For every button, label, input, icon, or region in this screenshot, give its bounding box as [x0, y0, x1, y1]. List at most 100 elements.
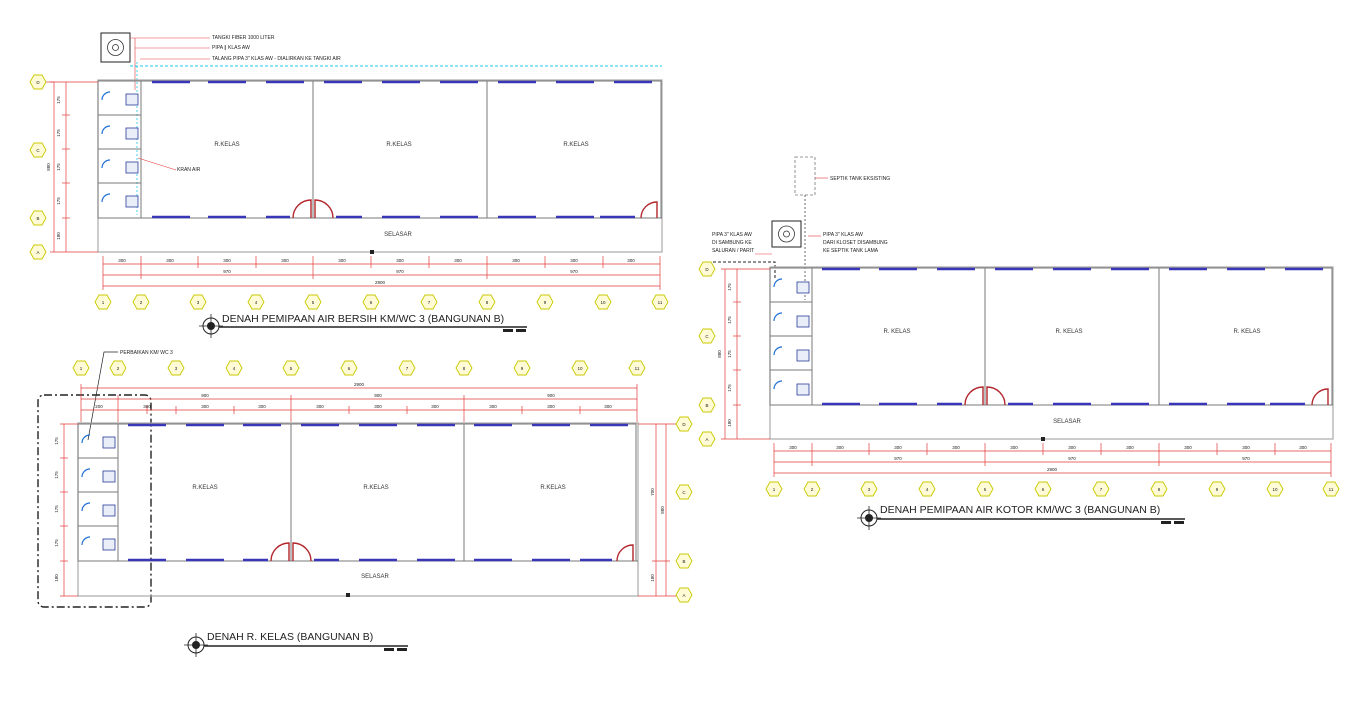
dim-total: 2900: [375, 280, 386, 285]
dim-h: 300: [454, 258, 462, 263]
svg-text:7: 7: [406, 366, 409, 371]
svg-text:2: 2: [117, 366, 120, 371]
dim-h: 300: [1184, 445, 1192, 450]
axis-row: 1 2 3 4 5 6 7 8 9 10 11: [765, 481, 1340, 497]
dim-v: 175: [727, 350, 732, 358]
dim-v: 175: [54, 505, 59, 513]
dim-v-total: 880: [46, 163, 51, 171]
svg-text:9: 9: [521, 366, 524, 371]
septic-note: SEPTIK TANK EKSISTING: [830, 176, 890, 182]
plan-title: DENAH PEMIPAAN AIR BERSIH KM/WC 3 (BANGU…: [222, 313, 504, 325]
repair-highlight: [37, 394, 152, 608]
dim-h: 300: [338, 258, 346, 263]
faucet-note: KRAN AIR: [177, 167, 201, 173]
axis-label: A: [682, 593, 685, 598]
svg-text:3: 3: [175, 366, 178, 371]
axis-row: 1 2 3 4 5 6 7 8 9 10 11: [72, 360, 646, 376]
repair-note: PERBAIKAN KM/ WC 3: [120, 350, 173, 356]
dim-h: 300: [547, 404, 555, 409]
room-label: R.KELAS: [214, 142, 239, 148]
axis-label: A: [705, 437, 708, 442]
dim-v: 175: [727, 316, 732, 324]
plan-title: DENAH PEMIPAAN AIR KOTOR KM/WC 3 (BANGUN…: [880, 504, 1160, 516]
plan-title: DENAH R. KELAS (BANGUNAN B): [207, 631, 373, 643]
svg-text:2: 2: [811, 487, 814, 492]
dim-h: 970: [1242, 456, 1250, 461]
svg-text:8: 8: [486, 300, 489, 305]
dim-h: 300: [789, 445, 797, 450]
dim-v: 700: [650, 488, 655, 496]
svg-text:9: 9: [1216, 487, 1219, 492]
svg-text:6: 6: [348, 366, 351, 371]
dim-h: 970: [1068, 456, 1076, 461]
corridor-label: SELASAR: [384, 232, 412, 238]
dim-h: 300: [604, 404, 612, 409]
pipe-note-left: PIPA 3" KLAS AW: [712, 232, 752, 238]
dim-h: 300: [894, 445, 902, 450]
room-label: R.KELAS: [192, 485, 217, 491]
dim-h: 300: [431, 404, 439, 409]
dim-h: 300: [396, 258, 404, 263]
svg-text:1: 1: [102, 300, 105, 305]
dim-h: 300: [627, 258, 635, 263]
svg-text:6: 6: [1042, 487, 1045, 492]
dim-h: 300: [1126, 445, 1134, 450]
dim-h: 300: [512, 258, 520, 263]
axis-label: A: [36, 250, 39, 255]
room-label: R. KELAS: [1233, 329, 1260, 335]
axis-label: B: [682, 559, 685, 564]
dim-v-total: 880: [717, 350, 722, 358]
dim-h: 200: [95, 404, 103, 409]
dim-h: 300: [570, 258, 578, 263]
room-label: R. KELAS: [883, 329, 910, 335]
dim-v-total: 880: [660, 506, 665, 514]
axis-label: D: [682, 422, 686, 427]
svg-text:3: 3: [868, 487, 871, 492]
dim-h: 300: [281, 258, 289, 263]
dim-h: 900: [547, 393, 555, 398]
room-label: R.KELAS: [386, 142, 411, 148]
dim-total: 2900: [1047, 467, 1058, 472]
plan-waste-water: SEPTIK TANK EKSISTING PIPA 3" KLAS AW DI…: [698, 156, 1340, 530]
axis-row: 1 2 3 4 5 6 7 8 9 10 11: [94, 294, 669, 310]
plan-classroom: PERBAIKAN KM/ WC 3 1 2 3 4 5 6 7 8 9 10 …: [37, 350, 693, 657]
axis-label: D: [36, 80, 40, 85]
dim-h: 970: [570, 269, 578, 274]
dim-h: 300: [374, 404, 382, 409]
svg-text:5: 5: [312, 300, 315, 305]
dim-v: 175: [56, 197, 61, 205]
dim-h: 970: [223, 269, 231, 274]
toilet-block: [77, 423, 119, 562]
svg-text:10: 10: [1272, 487, 1278, 492]
axis-label: C: [705, 334, 709, 339]
svg-text:9: 9: [544, 300, 547, 305]
svg-text:5: 5: [984, 487, 987, 492]
svg-text:11: 11: [1329, 487, 1334, 492]
svg-text:11: 11: [658, 300, 663, 305]
axis-label: C: [682, 490, 686, 495]
dim-h: 900: [374, 393, 382, 398]
svg-text:4: 4: [233, 366, 236, 371]
pipe-note: PIPA ∥ KLAS AW: [212, 45, 250, 51]
svg-text:7: 7: [1100, 487, 1103, 492]
dim-h: 300: [1299, 445, 1307, 450]
dim-v: 180: [727, 419, 732, 427]
toilet-block: [769, 267, 813, 406]
dim-h: 300: [201, 404, 209, 409]
dim-h: 300: [118, 258, 126, 263]
svg-text:10: 10: [600, 300, 606, 305]
gutter-note: TALANG PIPA 3" KLAS AW - DIALIRKAN KE TA…: [212, 56, 341, 62]
water-tank-icon: [771, 220, 802, 248]
dim-h: 300: [166, 258, 174, 263]
dim-v: 175: [56, 163, 61, 171]
tank-note: TANGKI FIBER 1000 LITER: [212, 35, 275, 41]
dim-v: 175: [56, 96, 61, 104]
room-label: R.KELAS: [363, 485, 388, 491]
corridor-label: SELASAR: [1053, 419, 1081, 425]
svg-text:10: 10: [577, 366, 583, 371]
dim-h: 300: [836, 445, 844, 450]
septic-tank: [794, 156, 816, 196]
dim-h: 300: [489, 404, 497, 409]
svg-text:4: 4: [255, 300, 258, 305]
